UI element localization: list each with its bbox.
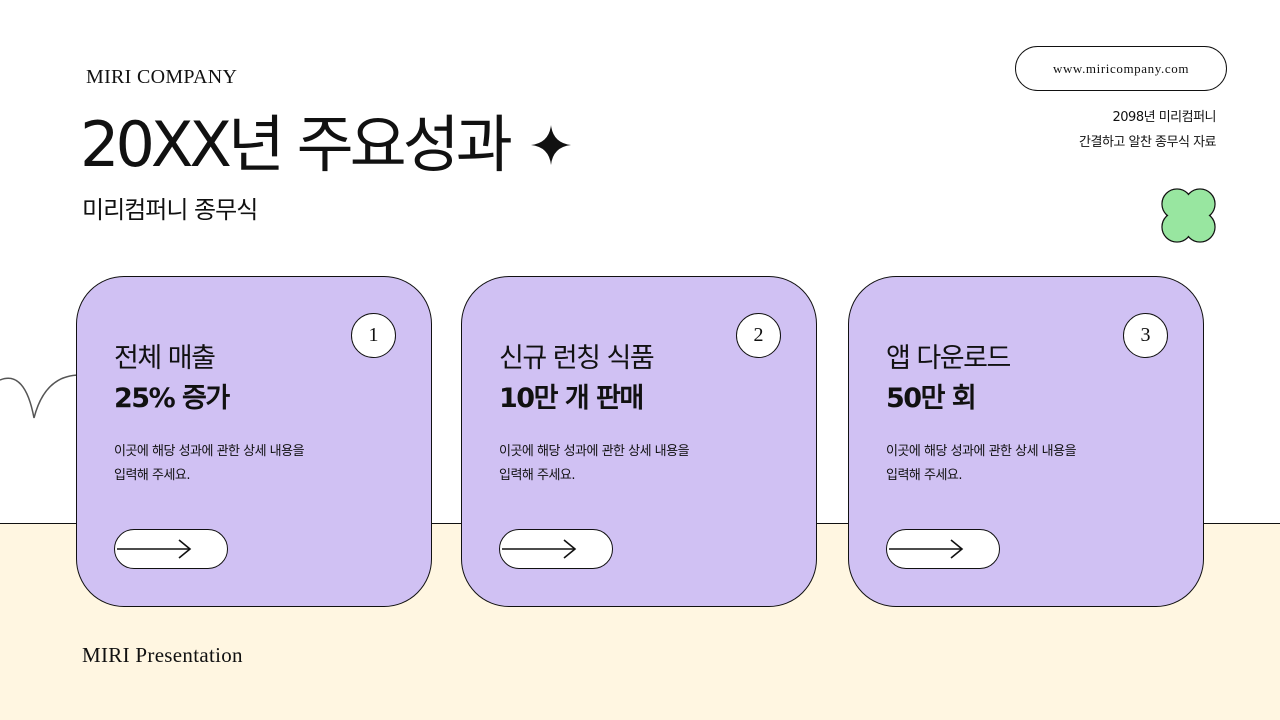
meta-line-1: 2098년 미리컴퍼니	[1112, 110, 1217, 125]
card-description: 이곳에 해당 성과에 관한 상세 내용을 입력해 주세요.	[886, 444, 1077, 483]
card-title-line-2: 50만 회	[886, 383, 977, 414]
meta-line-2: 간결하고 알찬 종무식 자료	[1079, 135, 1216, 150]
card-arrow-button[interactable]	[886, 529, 1000, 569]
url-link[interactable]: www.miricompany.com	[1015, 46, 1227, 91]
card-number-badge: 2	[736, 313, 781, 358]
card-title-line-1: 신규 런칭 식품	[499, 343, 655, 374]
arrow-right-icon	[117, 539, 192, 559]
card-description: 이곳에 해당 성과에 관한 상세 내용을 입력해 주세요.	[499, 444, 690, 483]
sparkle-star-icon	[531, 125, 571, 165]
card-title: 전체 매출 25% 증가	[114, 339, 230, 419]
header-meta: 2098년 미리컴퍼니 간결하고 알찬 종무식 자료	[1079, 105, 1216, 155]
card-arrow-button[interactable]	[499, 529, 613, 569]
wave-decoration	[0, 374, 81, 419]
clover-icon	[1161, 188, 1216, 243]
achievement-card-3: 3 앱 다운로드 50만 회 이곳에 해당 성과에 관한 상세 내용을 입력해 …	[848, 276, 1204, 607]
card-title: 앱 다운로드 50만 회	[886, 339, 1011, 419]
card-title-line-1: 앱 다운로드	[886, 343, 1011, 374]
card-number-badge: 1	[351, 313, 396, 358]
card-title-line-1: 전체 매출	[114, 343, 216, 374]
achievement-card-1: 1 전체 매출 25% 증가 이곳에 해당 성과에 관한 상세 내용을 입력해 …	[76, 276, 432, 607]
arrow-right-icon	[889, 539, 964, 559]
arrow-right-icon	[502, 539, 577, 559]
achievement-card-2: 2 신규 런칭 식품 10만 개 판매 이곳에 해당 성과에 관한 상세 내용을…	[461, 276, 817, 607]
card-title: 신규 런칭 식품 10만 개 판매	[499, 339, 655, 419]
page-subtitle: 미리컴퍼니 종무식	[82, 196, 258, 224]
card-description: 이곳에 해당 성과에 관한 상세 내용을 입력해 주세요.	[114, 444, 305, 483]
footer-label: MIRI Presentation	[82, 643, 243, 667]
page-title: 20XX년 주요성과	[80, 108, 513, 181]
card-arrow-button[interactable]	[114, 529, 228, 569]
card-title-line-2: 10만 개 판매	[499, 383, 644, 414]
company-name: MIRI COMPANY	[86, 66, 238, 88]
card-number-badge: 3	[1123, 313, 1168, 358]
card-title-line-2: 25% 증가	[114, 383, 230, 414]
